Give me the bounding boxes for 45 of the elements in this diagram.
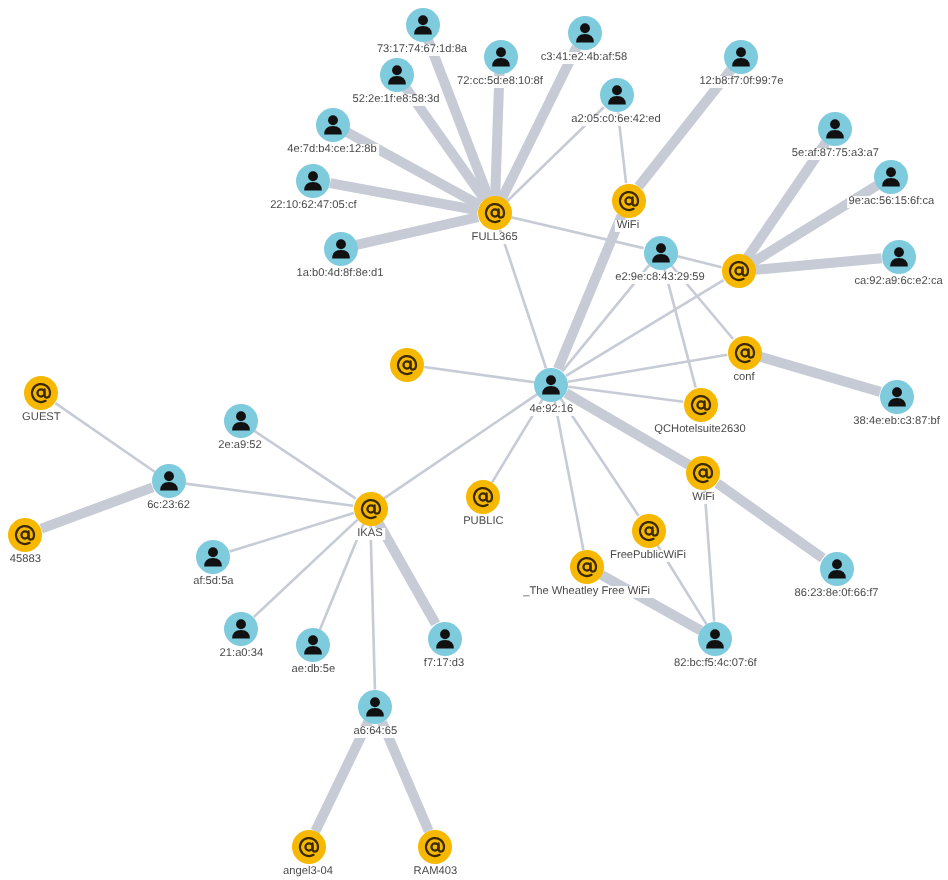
link-line	[318, 523, 365, 631]
link-line	[714, 479, 826, 563]
link-line	[498, 229, 548, 369]
link-line	[599, 570, 703, 635]
link-line	[383, 393, 539, 500]
link-line	[676, 254, 722, 269]
link-line	[655, 543, 708, 625]
link-line	[424, 365, 535, 384]
link-line	[743, 139, 830, 261]
link-line	[39, 482, 155, 534]
link-line	[663, 268, 697, 388]
link-line	[369, 524, 377, 690]
link-line	[355, 212, 480, 250]
link-line	[565, 279, 725, 377]
link-line	[374, 520, 440, 627]
link-line	[344, 127, 483, 210]
link-line	[754, 253, 883, 275]
link-line	[553, 213, 627, 371]
link-line	[758, 351, 882, 397]
link-line	[54, 402, 156, 473]
link-line	[561, 264, 651, 373]
link-line	[329, 178, 479, 216]
link-line	[423, 38, 494, 200]
link-line	[559, 398, 640, 517]
link-line	[497, 45, 581, 201]
link-line	[634, 66, 735, 190]
link-line	[669, 264, 735, 340]
link-line	[563, 388, 692, 470]
link-line	[553, 401, 585, 551]
link-line	[567, 353, 728, 384]
link-line	[229, 511, 355, 553]
link-line	[185, 482, 354, 508]
link-line	[490, 72, 505, 197]
link-line	[749, 181, 880, 267]
link-line	[491, 398, 544, 483]
link-line	[377, 720, 434, 833]
link-line	[568, 385, 684, 404]
link-line	[253, 429, 357, 500]
link-line	[401, 85, 489, 203]
link-line	[252, 518, 359, 618]
link-line	[616, 112, 628, 184]
link-line	[510, 216, 644, 250]
link-line	[310, 719, 373, 834]
link-line	[505, 106, 605, 203]
link-line	[703, 490, 716, 622]
